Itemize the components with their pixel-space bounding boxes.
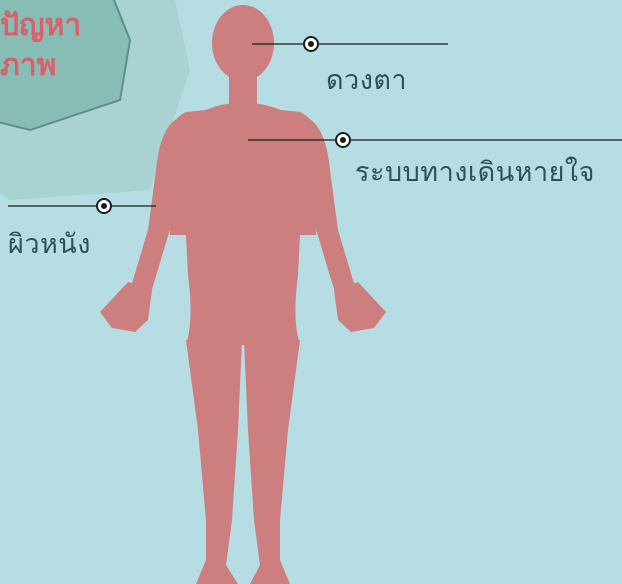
torso [166, 103, 320, 346]
label-eyes: ดวงตา [326, 58, 407, 101]
right-hand [334, 282, 386, 332]
left-hand [100, 282, 152, 332]
callout-skin [8, 199, 156, 213]
target-dot-icon [308, 41, 314, 47]
target-dot-icon [101, 203, 107, 209]
label-skin: ผิวหนัง [8, 222, 91, 265]
callout-eyes [252, 37, 448, 51]
head [212, 5, 274, 81]
right-leg [244, 340, 300, 584]
target-dot-icon [340, 137, 346, 143]
label-respiratory-system: ระบบทางเดินหายใจ [355, 150, 595, 193]
badge-title-line2: ภาพ [0, 42, 56, 89]
left-leg [186, 340, 242, 584]
